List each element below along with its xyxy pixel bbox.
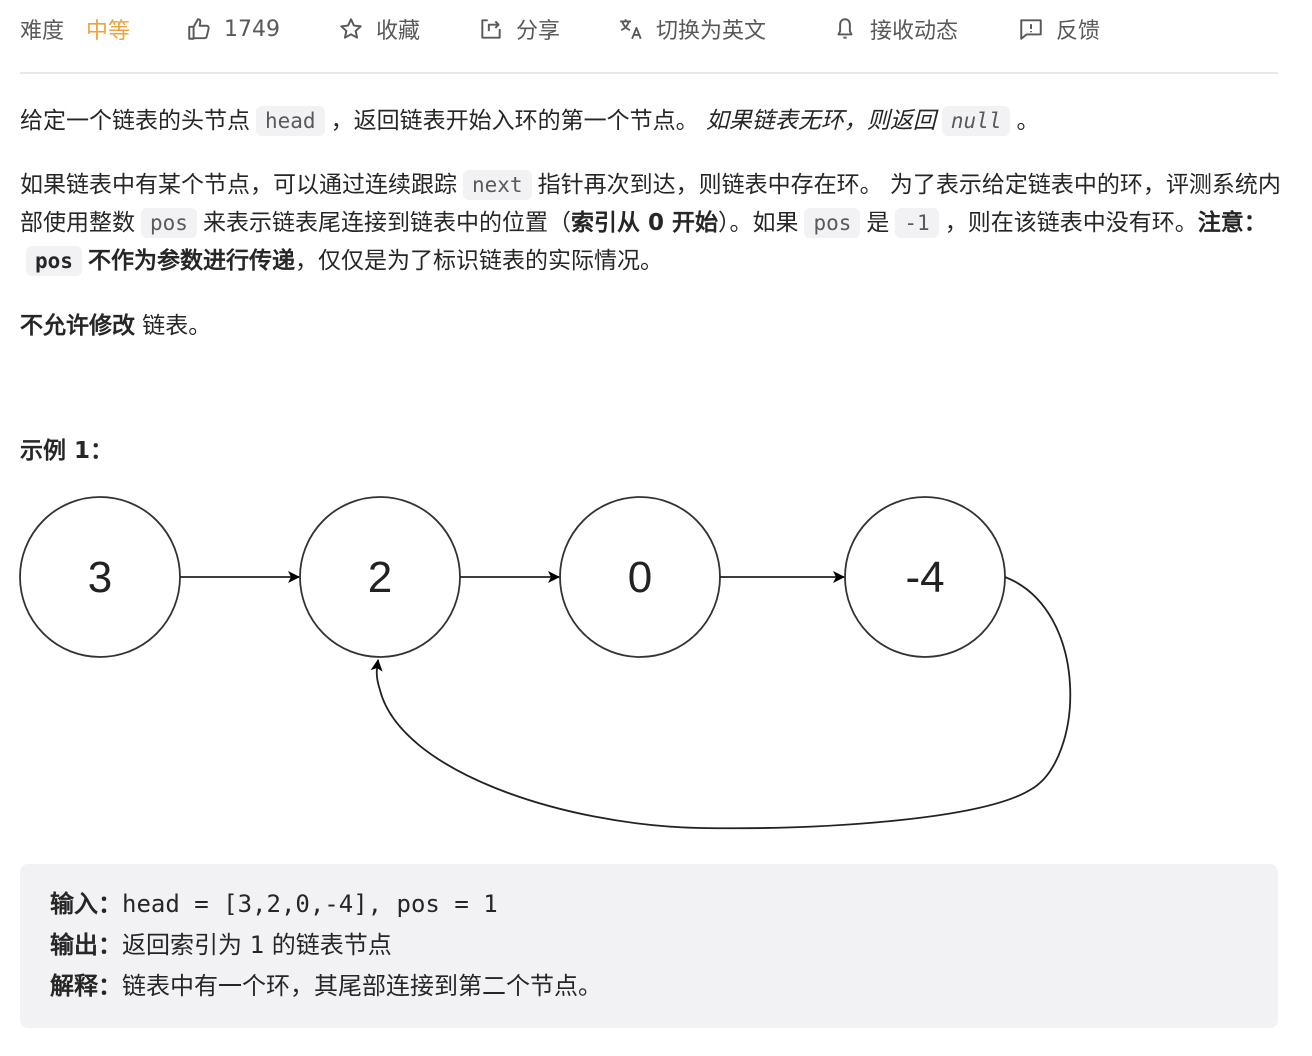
- input-label: 输入：: [50, 890, 122, 918]
- subscribe-label: 接收动态: [870, 19, 959, 44]
- difficulty: 难度 中等: [20, 14, 130, 44]
- favorite-button[interactable]: 收藏: [338, 14, 420, 44]
- example-input: 输入：head = [3,2,0,-4], pos = 1: [50, 888, 498, 920]
- text: 指针再次到达，则链表中存在环。 为了表示给定链表中的环，评测系统内部使用整数: [20, 172, 1281, 236]
- text: 给定一个链表的头节点: [20, 108, 250, 134]
- translate-label: 切换为英文: [656, 19, 767, 44]
- thumbs-up-icon: [188, 18, 210, 40]
- example-io-box: 输入：head = [3,2,0,-4], pos = 1 输出：返回索引为 1…: [20, 864, 1278, 1028]
- code-pos: pos: [141, 208, 197, 238]
- text: 是: [866, 210, 890, 236]
- explain-value: 链表中有一个环，其尾部连接到第二个节点。: [122, 972, 602, 1000]
- bold-text: 不作为参数进行传递: [87, 248, 295, 274]
- node-value: 0: [628, 553, 652, 602]
- feedback-icon: [1020, 19, 1042, 40]
- text: 来表示链表尾连接到链表中的位置（: [202, 210, 571, 236]
- text: ）。如果: [717, 210, 799, 236]
- bold-text: 不允许修改: [20, 313, 135, 339]
- likes-count: 1749: [224, 16, 280, 42]
- code-head: head: [256, 106, 325, 136]
- favorite-label: 收藏: [376, 19, 421, 44]
- difficulty-label: 难度: [20, 19, 65, 44]
- subscribe-button[interactable]: 接收动态: [832, 14, 958, 44]
- example-output: 输出：返回索引为 1 的链表节点: [50, 929, 392, 961]
- example-explanation: 解释：链表中有一个环，其尾部连接到第二个节点。: [50, 970, 602, 1002]
- input-value: head = [3,2,0,-4], pos = 1: [122, 890, 498, 918]
- bold-text: 索引从 0 开始: [570, 210, 718, 236]
- bold-text: 注意：: [1197, 210, 1267, 236]
- output-code: 1: [249, 931, 265, 959]
- share-icon: [481, 19, 501, 39]
- cycle-arrow-edge: [370, 576, 1072, 830]
- star-icon: [340, 18, 362, 39]
- text: ，仅仅是为了标识链表的实际情况。: [294, 248, 663, 274]
- description-paragraph-3: 不允许修改 链表。: [20, 307, 1282, 345]
- translate-icon: [620, 19, 642, 40]
- like-button[interactable]: 1749: [186, 14, 280, 44]
- share-button[interactable]: 分享: [478, 14, 560, 44]
- code-pos: pos: [26, 246, 82, 276]
- explain-label: 解释：: [50, 972, 122, 1000]
- text: 链表。: [135, 313, 212, 339]
- output-text: 返回索引为: [122, 931, 250, 959]
- node-value: 2: [368, 553, 392, 602]
- text: ，返回链表开始入环的第一个节点。: [330, 108, 699, 134]
- difficulty-value: 中等: [86, 19, 131, 44]
- text: ，则在该链表中没有环。: [944, 210, 1198, 236]
- feedback-button[interactable]: 反馈: [1018, 14, 1100, 44]
- translate-button[interactable]: 切换为英文: [618, 14, 766, 44]
- output-text: 的链表节点: [264, 931, 392, 959]
- share-label: 分享: [516, 19, 561, 44]
- code-minus-one: -1: [895, 208, 939, 238]
- code-pos: pos: [804, 208, 861, 238]
- example-title: 示例 1：: [20, 438, 114, 464]
- linked-list-diagram: 3 2 0 -4: [19, 496, 1072, 830]
- bell-icon: [837, 18, 853, 39]
- node-value: -4: [905, 553, 944, 602]
- text: 如果链表中有某个节点，可以通过连续跟踪: [20, 172, 457, 198]
- code-next: next: [463, 170, 532, 200]
- node-value: 3: [88, 553, 112, 602]
- problem-toolbar: 难度 中等 1749 收藏 分享 切换为英文 接收动: [20, 0, 1278, 74]
- output-label: 输出：: [50, 931, 122, 959]
- feedback-label: 反馈: [1056, 19, 1101, 44]
- code-null: null: [941, 106, 1011, 136]
- text: 。: [1016, 108, 1040, 134]
- italic-text: 如果链表无环，则返回: [705, 108, 936, 134]
